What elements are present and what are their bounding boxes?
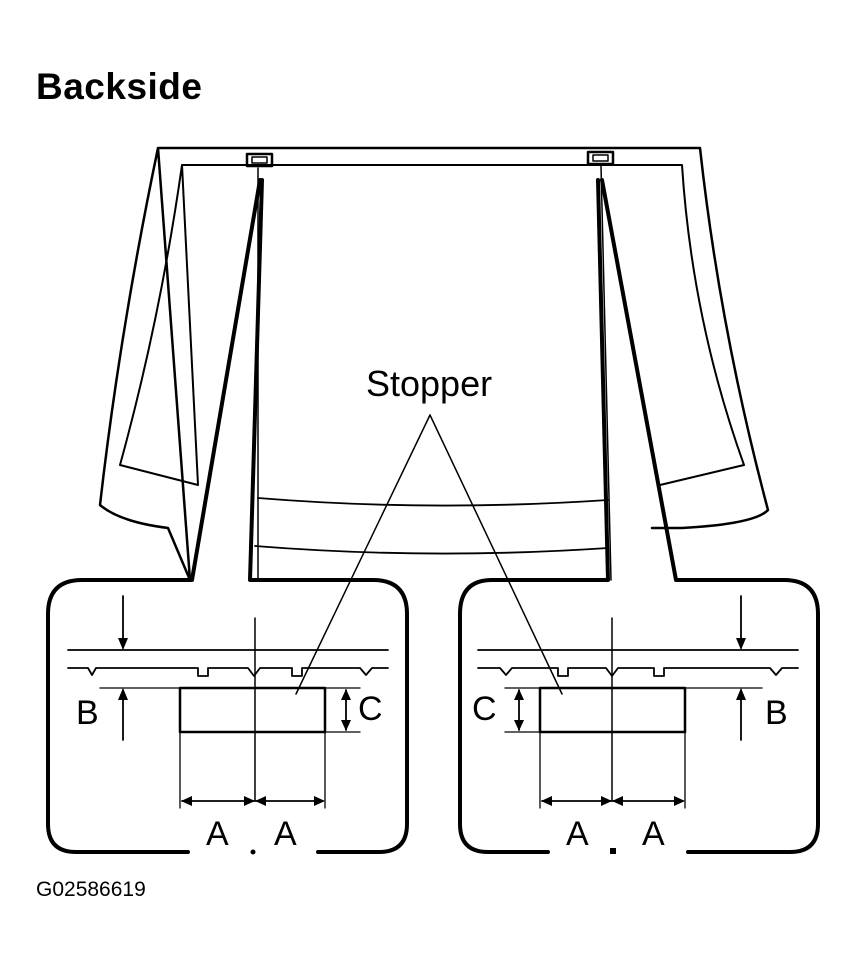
right-label-b: B bbox=[765, 694, 788, 732]
left-a-center-dot bbox=[250, 849, 256, 855]
diagram-title: Backside bbox=[36, 66, 203, 107]
right-a-arrowhead-1 bbox=[541, 796, 552, 806]
windshield-inner-outline bbox=[119, 164, 745, 486]
right-a-arrowhead-4 bbox=[674, 796, 685, 806]
glass-lower-curve-2 bbox=[254, 545, 609, 555]
right-stopper bbox=[538, 686, 687, 734]
right-a-center-dot bbox=[610, 848, 616, 854]
stopper-leader-left bbox=[295, 414, 431, 695]
right-a-arrowhead-3 bbox=[612, 796, 623, 806]
windshield-outer-outline bbox=[98, 146, 770, 582]
left-stopper bbox=[178, 686, 327, 734]
left-a-arrowhead-2 bbox=[244, 796, 255, 806]
right-b-arrowhead-bottom bbox=[736, 688, 746, 700]
left-label-a-2: A bbox=[274, 815, 297, 853]
left-b-arrowhead-bottom bbox=[118, 688, 128, 700]
stopper-label: Stopper bbox=[366, 363, 492, 404]
right-label-a-1: A bbox=[566, 815, 589, 853]
left-c-arrowhead-bottom bbox=[341, 720, 351, 731]
right-label-c: C bbox=[472, 690, 497, 728]
left-label-b: B bbox=[76, 694, 99, 732]
right-a-arrowhead-2 bbox=[601, 796, 612, 806]
left-b-arrowhead-top bbox=[118, 638, 128, 650]
right-b-arrowhead-top bbox=[736, 638, 746, 650]
centerline-right bbox=[600, 165, 612, 581]
glass-lower-curve-1 bbox=[257, 497, 609, 507]
left-c-arrowhead-top bbox=[341, 689, 351, 700]
detail-frame-right bbox=[458, 178, 820, 854]
stopper-leader-right bbox=[429, 414, 563, 695]
left-label-a-1: A bbox=[206, 815, 229, 853]
left-label-c: C bbox=[358, 690, 383, 728]
left-a-arrowhead-1 bbox=[181, 796, 192, 806]
detail-frame-left bbox=[46, 178, 409, 854]
right-c-arrowhead-top bbox=[514, 689, 524, 700]
left-detail-glass-edge bbox=[67, 667, 389, 677]
top-stopper-left bbox=[245, 152, 274, 168]
right-c-arrowhead-bottom bbox=[514, 720, 524, 731]
left-a-arrowhead-3 bbox=[255, 796, 266, 806]
top-stopper-right bbox=[586, 150, 615, 166]
top-stopper-left-inner bbox=[251, 156, 268, 164]
right-label-a-2: A bbox=[642, 815, 665, 853]
right-detail-glass-edge bbox=[477, 667, 799, 677]
top-stopper-right-inner bbox=[592, 154, 609, 162]
left-a-arrowhead-4 bbox=[314, 796, 325, 806]
figure-id: G02586619 bbox=[36, 878, 146, 901]
